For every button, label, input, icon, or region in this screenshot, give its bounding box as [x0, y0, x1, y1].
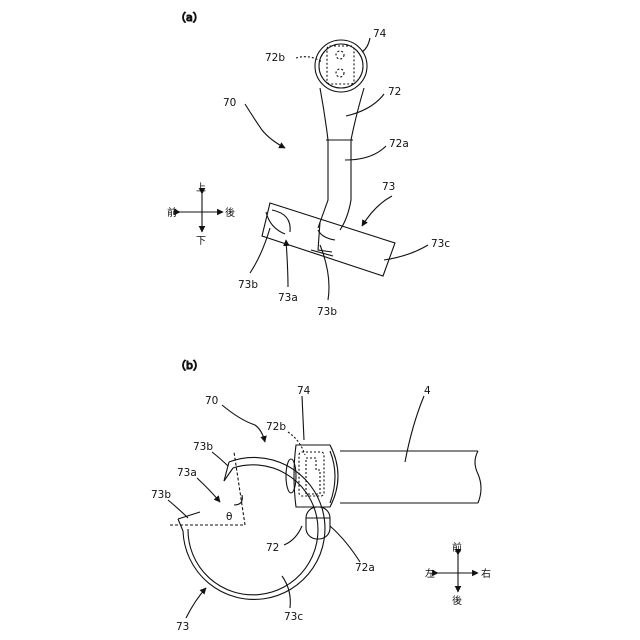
- panel-b-labels: 70 74 4 72b 73b 73a 73b θ 72 72a 73 73c …: [151, 385, 491, 633]
- leader-72a: [330, 526, 360, 562]
- leader-72: [284, 526, 302, 545]
- label-72b: 72b: [265, 52, 285, 64]
- leader-73c: [384, 245, 428, 260]
- tray-73: [178, 457, 325, 599]
- leader-74: [362, 38, 370, 52]
- label-74: 74: [297, 385, 311, 397]
- label-73: 73: [382, 181, 395, 193]
- leader-73b-top: [212, 452, 228, 466]
- leader-72b: [296, 57, 322, 62]
- leader-73b-left: [168, 500, 188, 518]
- leader-73a: [197, 478, 220, 502]
- direction-right: 右: [481, 567, 491, 580]
- direction-left: 左: [425, 567, 435, 580]
- leader-70: [222, 405, 265, 442]
- label-73c: 73c: [431, 238, 450, 250]
- leader-73b-left: [250, 228, 270, 273]
- direction-back: 後: [225, 206, 235, 219]
- leader-4: [405, 396, 424, 462]
- leader-73: [362, 196, 392, 226]
- direction-front: 前: [167, 206, 177, 219]
- direction-back: 後: [452, 594, 462, 607]
- direction-cross-a: [180, 194, 223, 232]
- leader-74: [302, 396, 304, 440]
- label-73a: 73a: [278, 292, 298, 304]
- head-74: [315, 40, 367, 92]
- label-73a: 73a: [177, 467, 197, 479]
- label-70: 70: [223, 97, 236, 109]
- label-70: 70: [205, 395, 218, 407]
- leader-72: [346, 94, 384, 116]
- direction-front: 前: [452, 541, 462, 554]
- direction-cross-b: [438, 555, 478, 592]
- label-73b-top: 73b: [193, 441, 213, 453]
- body-4: [340, 451, 481, 503]
- leader-70: [245, 104, 285, 148]
- label-72a: 72a: [389, 138, 409, 150]
- leader-73: [186, 588, 206, 618]
- label-74: 74: [373, 28, 387, 40]
- label-73: 73: [176, 621, 189, 633]
- label-72: 72: [266, 542, 279, 554]
- label-73c: 73c: [284, 611, 303, 623]
- head-inner-dashed: [327, 46, 354, 84]
- panel-a-caption: （a）: [175, 11, 204, 24]
- label-72: 72: [388, 86, 401, 98]
- label-73b-left: 73b: [151, 489, 171, 501]
- direction-up: 上: [196, 182, 206, 194]
- leader-73a: [286, 240, 288, 287]
- panel-b-caption: （b）: [175, 359, 204, 372]
- label-theta: θ: [226, 511, 232, 523]
- direction-down: 下: [196, 236, 206, 247]
- tray-73: [262, 203, 395, 276]
- label-73b-bottom: 73b: [317, 306, 337, 318]
- head-74: [286, 445, 338, 507]
- label-72b: 72b: [266, 421, 286, 433]
- panel-a: （a）: [175, 11, 428, 300]
- label-72a: 72a: [355, 562, 375, 574]
- panel-a-labels: 74 72b 72 70 72a 73 73c 73b 73a 73b 上 下 …: [167, 28, 450, 318]
- label-73b-left: 73b: [238, 279, 258, 291]
- label-4: 4: [424, 385, 431, 397]
